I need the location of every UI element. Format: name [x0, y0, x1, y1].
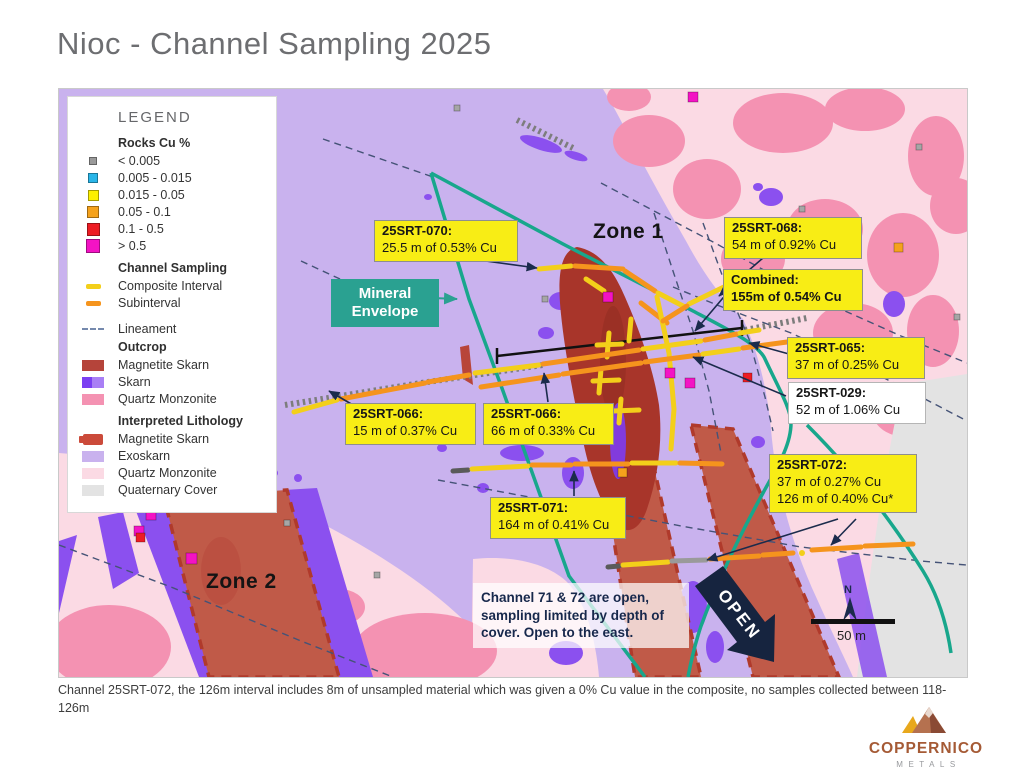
- rock-class-swatch: [87, 189, 99, 201]
- legend-item: Exoskarn: [78, 449, 270, 463]
- interp-quartz-monzonite-swatch: [82, 467, 104, 479]
- lithology-layer: [59, 89, 967, 677]
- geology-map-svg: OPEN N 50 m: [59, 89, 967, 677]
- legend-item: Subinterval: [78, 296, 270, 310]
- open-note: Channel 71 & 72 are open, sampling limit…: [473, 583, 689, 648]
- legend-item: Lineament: [78, 322, 270, 336]
- legend-item: Composite Interval: [78, 279, 270, 293]
- callout-25srt-068: 25SRT-068: 54 m of 0.92% Cu: [724, 217, 862, 259]
- company-logo: COPPERNICO METALS: [856, 704, 996, 768]
- legend-item: Skarn: [78, 375, 270, 389]
- scale-bar: 50 m: [811, 619, 895, 643]
- legend-rocks-heading: Rocks Cu %: [118, 136, 191, 150]
- legend-item: 0.05 - 0.1: [78, 205, 270, 219]
- legend-item: > 0.5: [78, 239, 270, 253]
- legend-item: Quartz Monzonite: [78, 466, 270, 480]
- rock-class-swatch: [88, 173, 98, 183]
- legend-item: Magnetite Skarn: [78, 432, 270, 446]
- callout-combined: Combined: 155m of 0.54% Cu: [723, 269, 863, 311]
- legend-item: 0.015 - 0.05: [78, 188, 270, 202]
- footnote: Channel 25SRT-072, the 126m interval inc…: [58, 683, 947, 715]
- north-label: N: [844, 584, 852, 596]
- callout-25srt-029: 25SRT-029: 52 m of 1.06% Cu: [788, 382, 926, 424]
- legend-item: Quaternary Cover: [78, 483, 270, 497]
- lineaments-layer: [59, 117, 967, 677]
- legend: LEGEND Rocks Cu % < 0.005 0.005 - 0.015 …: [67, 96, 277, 513]
- subinterval-swatch: [85, 300, 101, 306]
- legend-item: 0.005 - 0.015: [78, 171, 270, 185]
- rock-class-swatch: [89, 157, 97, 165]
- legend-item: 0.1 - 0.5: [78, 222, 270, 236]
- mineral-envelope-label: Mineral Envelope: [331, 279, 439, 327]
- zone1-label: Zone 1: [593, 220, 664, 243]
- page-title: Nioc - Channel Sampling 2025: [57, 26, 492, 61]
- skarn-swatch: [82, 376, 104, 388]
- legend-item: Quartz Monzonite: [78, 392, 270, 406]
- map-area: OPEN N 50 m LEGEND Rocks Cu % < 0.005 0.…: [58, 88, 968, 678]
- quartz-monzonite-swatch: [82, 393, 104, 405]
- callout-25srt-065: 25SRT-065: 37 m of 0.25% Cu: [787, 337, 925, 379]
- logo-subtitle: METALS: [896, 760, 961, 768]
- legend-heading: LEGEND: [118, 109, 192, 126]
- legend-item: Magnetite Skarn: [78, 358, 270, 372]
- north-arrow: N: [843, 584, 857, 621]
- rock-class-swatch: [86, 222, 100, 236]
- lineament-swatch: [82, 328, 104, 330]
- mountain-logo-icon: [902, 707, 946, 733]
- legend-lithology-heading: Interpreted Lithology: [118, 414, 243, 428]
- channel-lines: [291, 263, 916, 570]
- exoskarn-swatch: [82, 450, 104, 462]
- callout-25srt-071: 25SRT-071: 164 m of 0.41% Cu: [490, 497, 626, 539]
- legend-item: < 0.005: [78, 154, 270, 168]
- interp-magnetite-swatch: [79, 433, 103, 445]
- logo-name: COPPERNICO: [868, 740, 984, 757]
- legend-outcrop-heading: Outcrop: [118, 340, 167, 354]
- zone2-label: Zone 2: [206, 570, 277, 593]
- magnetite-skarn-swatch: [82, 359, 104, 371]
- quaternary-cover-swatch: [82, 484, 104, 496]
- scale-label: 50 m: [837, 628, 866, 643]
- callout-25srt-066-66m: 25SRT-066: 66 m of 0.33% Cu: [483, 403, 614, 445]
- callout-25srt-066-15m: 25SRT-066: 15 m of 0.37% Cu: [345, 403, 476, 445]
- gray-dotted-lineaments: [284, 117, 808, 408]
- callout-25srt-070: 25SRT-070: 25.5 m of 0.53% Cu: [374, 220, 518, 262]
- composite-interval-swatch: [85, 283, 101, 289]
- rock-class-swatch: [86, 239, 100, 253]
- rock-class-swatch: [87, 206, 99, 218]
- callout-25srt-072: 25SRT-072: 37 m of 0.27% Cu 126 m of 0.4…: [769, 454, 917, 513]
- legend-channel-heading: Channel Sampling: [118, 261, 228, 275]
